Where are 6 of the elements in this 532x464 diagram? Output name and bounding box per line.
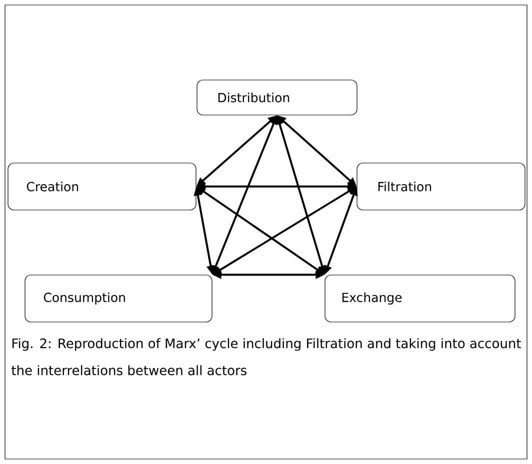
process-box: Filtration — [356, 162, 526, 210]
process-box: Distribution — [196, 80, 358, 116]
caption: Fig. 2: Reproduction of Marx’ cycle including Filtration and taking into account the interrelations between all actors — [12, 338, 521, 376]
process-box: Creation — [8, 162, 196, 210]
process-box: Consumption — [24, 274, 212, 322]
process-box: Exchange — [324, 274, 516, 322]
